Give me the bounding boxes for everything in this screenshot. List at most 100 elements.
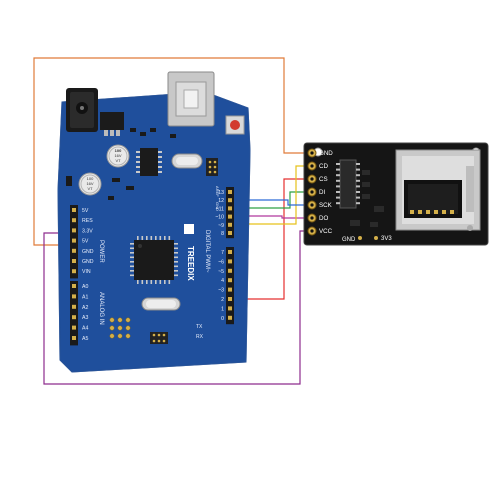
digital-upper-pin-label-3: ~10 [215,215,224,221]
digital-lower-pin-6 [228,306,232,311]
cap2-label-2: 16V [86,181,93,186]
cap1-label-1: 100 [115,148,122,153]
power-pin-0 [72,208,76,212]
digital-lower-pin-label-6: 1 [221,306,224,312]
digital-lower-pin-7 [228,315,232,320]
digital-upper-pin-label-4: ~9 [218,223,224,229]
digital-upper-pin-2 [228,206,232,211]
sd-pin-label-gnd: GND [319,150,333,157]
sd-pin-label-cd: CD [319,163,328,170]
digital-pwm-label: DIGITAL PWM~ [204,230,210,273]
analog-pin-label-0: A0 [82,284,88,290]
wire-do-purple [230,215,312,219]
digital-lower-pin-label-7: 0 [221,316,224,322]
wire-di-green [230,191,312,209]
digital-lower-pin-5 [228,297,232,301]
sd-bottom-gnd-label: GND [342,237,356,243]
digital-lower-pin-label-4: ~3 [218,288,224,294]
analog-pin-label-4: A4 [82,326,88,332]
power-pin-label-0: 5V [82,208,89,214]
digital-upper-pin-label-0: 13 [218,190,224,196]
power-pin-label-2: 3.3V [82,228,93,234]
analog-pin-label-1: A1 [82,294,88,300]
digital-lower-pin-3 [228,278,232,283]
power-pin-5 [72,259,76,263]
aref-label: AREF [215,186,220,197]
analog-pin-3 [72,315,76,320]
treedix-logo: TREEDIX [184,224,195,281]
rx-label: RX [196,334,204,340]
cap1-label-3: VT [115,158,121,163]
sd-pin-label-di: DI [319,189,325,196]
digital-lower-pin-4 [228,287,232,292]
analog-pin-5 [72,336,76,340]
sd-pin-label-sck: SCK [319,202,333,209]
power-pin-label-1: RES [82,218,93,224]
icsp-header-top [206,158,218,176]
digital-upper-pin-0 [228,190,232,194]
pad-grid [109,317,131,339]
digital-upper-pin-3 [228,214,232,219]
digital-lower-pin-label-0: 7 [221,250,224,256]
power-label: POWER [98,240,104,263]
power-pin-3 [72,238,76,243]
sd-pin-label-cs: CS [319,176,328,183]
gnd-label-digital: GND [215,202,220,211]
mcu-chip [130,236,178,284]
cap2-label-3: VT [87,186,93,191]
digital-lower-pin-label-2: ~5 [218,269,224,275]
icsp-header-bottom [150,332,168,344]
tx-label: TX [196,324,203,330]
capacitor-1: 100 16V VT [106,144,130,168]
digital-header-upper: 13 12 ~11 ~10 ~9 8 [215,187,234,239]
analog-pin-0 [72,284,76,288]
digital-lower-pin-0 [228,250,232,254]
wire-cs-red [230,178,312,300]
crystal-main [141,297,181,311]
digital-lower-pin-1 [228,259,232,264]
digital-upper-pin-5 [228,231,232,235]
wire-vcc-purple [43,230,312,385]
power-pin-6 [72,269,76,274]
analog-pin-label-2: A2 [82,305,88,311]
smd-parts [66,128,176,200]
brand-text: TREEDIX [186,246,195,281]
digital-upper-pin-label-5: 8 [221,231,224,237]
analog-pin-label-5: A5 [82,336,88,342]
power-pin-4 [72,248,76,253]
digital-lower-pin-2 [228,268,232,273]
dc-jack [66,88,98,132]
sd-pin-label-do: DO [319,215,328,222]
power-pin-label-6: VIN [82,269,91,275]
digital-upper-pin-4 [228,222,232,227]
digital-upper-pin-label-1: 12 [218,198,224,204]
digital-lower-pin-label-5: 2 [221,297,224,303]
power-pin-label-3: 5V [82,239,89,245]
sd-bottom-3v3-label: 3V3 [381,236,392,242]
wire-sck-blue [230,199,312,206]
capacitor-2: 100 16V VT [78,172,102,196]
usb-chip [136,148,162,176]
arduino-board: 100 16V VT 100 16V VT [57,71,251,373]
wire-gnd-orange [33,57,312,246]
analog-pin-2 [72,304,76,309]
usb-port [167,71,215,127]
reset-button [225,115,245,135]
analog-in-label: ANALOG IN [98,292,104,325]
cap2-label-1: 100 [87,176,94,181]
crystal-usb [171,153,203,169]
micro-sd-slot [395,149,481,231]
digital-upper-pin-label-2: ~11 [216,206,225,212]
voltage-regulator [100,112,124,136]
power-pin-label-5: GND [82,259,94,265]
sd-module-smd [350,170,384,227]
digital-upper-pin-1 [228,198,232,203]
power-pin-2 [72,228,76,233]
analog-pin-label-3: A3 [82,315,88,321]
digital-lower-pin-label-1: ~6 [218,259,224,265]
sd-module-chip [336,159,360,209]
analog-pin-4 [72,325,76,330]
